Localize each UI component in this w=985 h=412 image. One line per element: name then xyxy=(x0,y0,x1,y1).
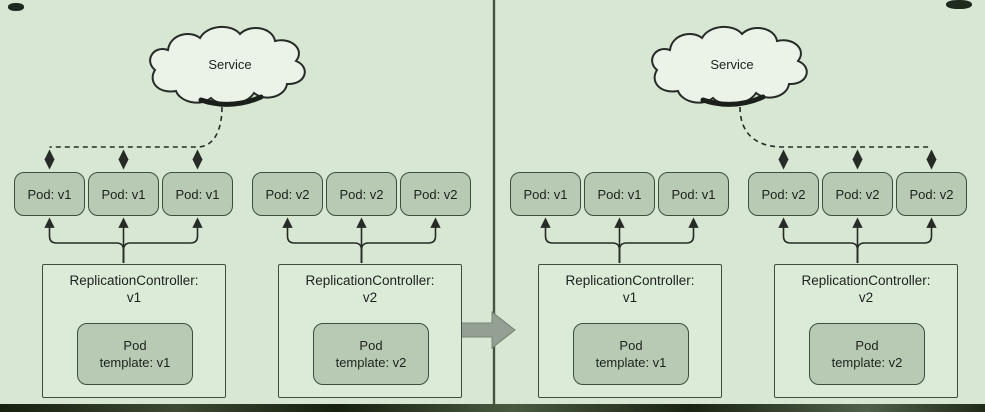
pod-box: Pod: v1 xyxy=(14,172,85,216)
pod-box: Pod: v2 xyxy=(896,172,967,216)
rc-version: v2 xyxy=(858,290,874,305)
pod-template-v1-box: Pod template: v1 xyxy=(77,323,193,385)
rc-title: ReplicationController: xyxy=(69,273,199,288)
panel-after: Service Pod: v1 Pod: v1 Pod: v1 Pod: v2 … xyxy=(496,0,985,412)
rc-v2-to-pods-arrows-before xyxy=(282,217,441,263)
service-label: Service xyxy=(208,56,252,72)
service-label: Service xyxy=(710,56,754,72)
rc-v2-to-pods-arrows-after xyxy=(778,217,937,263)
rc-version: v1 xyxy=(622,290,638,305)
service-cloud: Service xyxy=(143,22,317,112)
service-to-pods-links-before xyxy=(44,106,223,170)
pod-template-line2: template: v1 xyxy=(595,355,667,370)
replication-controller-v2-box: ReplicationController: v2 Pod template: … xyxy=(278,264,462,398)
pod-box: Pod: v2 xyxy=(400,172,471,216)
rc-version: v2 xyxy=(362,290,378,305)
pod-box: Pod: v2 xyxy=(748,172,819,216)
scan-artifact xyxy=(946,0,972,9)
rc-version: v1 xyxy=(126,290,142,305)
pod-box: Pod: v2 xyxy=(822,172,893,216)
pod-box: Pod: v1 xyxy=(658,172,729,216)
pod-template-v2-box: Pod template: v2 xyxy=(809,323,925,385)
pod-box: Pod: v1 xyxy=(510,172,581,216)
replication-controller-v2-box: ReplicationController: v2 Pod template: … xyxy=(774,264,958,398)
pod-box: Pod: v2 xyxy=(252,172,323,216)
rc-v1-to-pods-arrows-before xyxy=(44,217,203,263)
panel-before: Service Pod: v1 Pod: v1 Pod: v1 Pod: v2 … xyxy=(0,0,489,412)
scan-artifact xyxy=(0,404,985,412)
pod-template-line2: template: v2 xyxy=(831,355,903,370)
rc-title: ReplicationController: xyxy=(565,273,695,288)
service-cloud: Service xyxy=(645,22,819,112)
replication-controller-v1-box: ReplicationController: v1 Pod template: … xyxy=(42,264,226,398)
rc-v1-to-pods-arrows-after xyxy=(540,217,699,263)
service-to-pods-links-after xyxy=(739,106,937,170)
rc-title: ReplicationController: xyxy=(801,273,931,288)
pod-box: Pod: v1 xyxy=(162,172,233,216)
pod-template-line1: Pod xyxy=(123,338,147,353)
pod-template-v2-box: Pod template: v2 xyxy=(313,323,429,385)
cloud-icon xyxy=(149,26,306,107)
pod-box: Pod: v1 xyxy=(88,172,159,216)
pod-box: Pod: v2 xyxy=(326,172,397,216)
pod-template-v1-box: Pod template: v1 xyxy=(573,323,689,385)
pod-template-line2: template: v1 xyxy=(99,355,171,370)
pod-template-line1: Pod xyxy=(619,338,643,353)
transition-arrow-icon xyxy=(458,310,516,350)
pod-template-line1: Pod xyxy=(359,338,383,353)
replication-controller-v1-box: ReplicationController: v1 Pod template: … xyxy=(538,264,722,398)
pod-template-line2: template: v2 xyxy=(335,355,407,370)
rc-title: ReplicationController: xyxy=(305,273,435,288)
pod-template-line1: Pod xyxy=(855,338,879,353)
pod-box: Pod: v1 xyxy=(584,172,655,216)
scan-artifact xyxy=(8,3,24,11)
cloud-icon xyxy=(651,26,808,107)
